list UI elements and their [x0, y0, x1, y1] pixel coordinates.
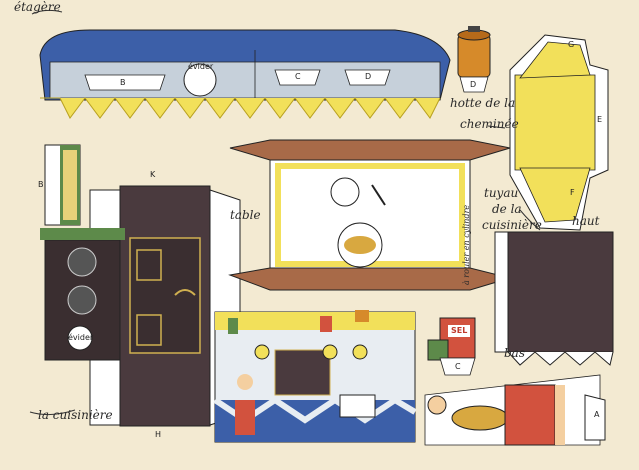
letter-pot-d: D	[470, 80, 477, 89]
pot-cutout	[457, 26, 491, 93]
letter-shelf-c: C	[295, 72, 301, 81]
letter-cook-a: A	[594, 410, 600, 419]
table-cutout	[228, 139, 512, 291]
label-bas: bas	[504, 346, 525, 360]
stove-pipe-cutout	[494, 231, 614, 366]
letter-stove-h: H	[155, 430, 162, 439]
cook-figure-cutout	[424, 374, 606, 446]
label-rouler: à rouler en cylindre	[462, 204, 471, 285]
letter-stove-k: K	[150, 170, 156, 179]
label-hotte-2: cheminée	[460, 117, 519, 131]
label-sel: SEL	[451, 326, 468, 335]
kitchen-scene-cutout	[213, 310, 417, 443]
shelf-cutout	[39, 29, 451, 119]
label-evider-shelf: évider	[188, 62, 214, 71]
letter-hood-e: E	[597, 115, 603, 124]
letter-salt-c: C	[455, 362, 461, 371]
guide-arrows	[29, 9, 541, 416]
label-cuisiniere: la cuisinière	[38, 408, 113, 422]
label-etagere: étagère	[14, 0, 61, 14]
hood-cutout	[509, 34, 609, 231]
letter-side-b: B	[38, 180, 44, 189]
label-table: table	[230, 208, 261, 222]
letter-hood-g: G	[568, 40, 575, 49]
label-evider-stove: évider	[68, 333, 94, 342]
label-tuyau-2: de la	[492, 202, 522, 216]
side-b-cutout	[44, 144, 81, 226]
letter-shelf-d: D	[365, 72, 372, 81]
stove-cutout	[40, 185, 241, 427]
salt-box-cutout	[427, 317, 476, 376]
label-tuyau-3: cuisinière	[482, 218, 542, 232]
label-tuyau: tuyau	[484, 186, 519, 200]
label-hotte: hotte de la	[450, 96, 516, 110]
label-haut: haut	[572, 214, 600, 228]
letter-hood-f: F	[570, 188, 575, 197]
letter-shelf-b: B	[120, 78, 126, 87]
